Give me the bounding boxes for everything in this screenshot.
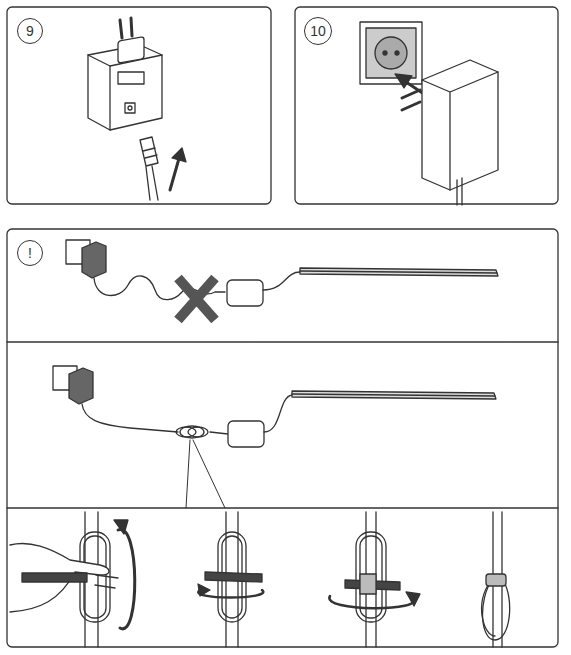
callout-circle: 10 bbox=[304, 17, 332, 45]
cable bbox=[82, 404, 178, 432]
callout-circle: ! bbox=[17, 240, 43, 266]
power-adapter bbox=[88, 18, 162, 130]
arrow bbox=[172, 148, 186, 162]
callout-circle: 9 bbox=[17, 18, 43, 44]
coil-with-strap bbox=[198, 512, 263, 647]
cross-mark bbox=[178, 278, 215, 320]
callout-number: ! bbox=[28, 246, 32, 260]
divider bbox=[7, 507, 558, 508]
panel bbox=[7, 229, 558, 647]
panel bbox=[295, 7, 558, 204]
wall-socket bbox=[66, 240, 106, 278]
cable-coil bbox=[176, 426, 208, 438]
callout-number: 9 bbox=[26, 24, 34, 38]
wall-socket bbox=[53, 366, 93, 404]
leader-line bbox=[186, 440, 225, 508]
cable bbox=[210, 432, 228, 434]
led-strip bbox=[292, 391, 496, 399]
callout-number: 10 bbox=[310, 24, 326, 38]
cable bbox=[264, 395, 292, 432]
led-strip bbox=[300, 271, 497, 273]
wall-socket bbox=[360, 22, 422, 84]
strap-tightened bbox=[329, 512, 420, 647]
wrap-by-hand bbox=[10, 512, 135, 647]
led-strip bbox=[292, 394, 495, 396]
driver-box bbox=[227, 280, 263, 306]
power-adapter bbox=[402, 60, 498, 205]
divider bbox=[7, 341, 558, 342]
bundled-cable bbox=[482, 512, 510, 647]
cable bbox=[263, 272, 300, 290]
arrow bbox=[395, 74, 412, 88]
dc-plug bbox=[140, 137, 158, 200]
panel bbox=[7, 7, 271, 204]
driver-box bbox=[228, 421, 264, 447]
led-strip bbox=[300, 268, 498, 276]
